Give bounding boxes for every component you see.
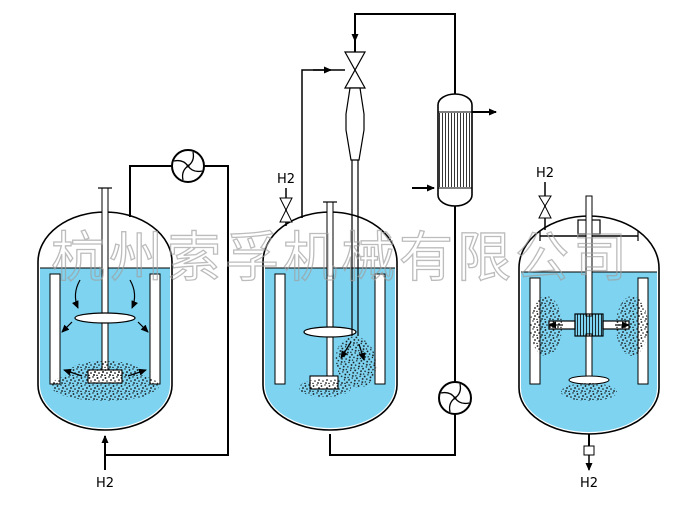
- middle-tank-h2-label: H2: [277, 172, 295, 187]
- gas-ejector: [343, 51, 367, 336]
- bubble-cloud: [561, 383, 617, 401]
- bubble-cloud: [51, 371, 159, 401]
- bubble-cloud: [616, 296, 648, 356]
- valve-bottom: [538, 204, 552, 219]
- watermark-text: 杭州索孚机械有限公司: [51, 226, 631, 289]
- flow-arrow: [137, 321, 149, 333]
- flow-arrow: [127, 368, 147, 377]
- turbine-hub: [574, 313, 604, 337]
- right-tank-h2-top-label: H2: [536, 166, 554, 181]
- flow-arrow: [358, 343, 366, 361]
- circulation-pump-icon: [438, 381, 472, 415]
- hollow-shaft-lower: [585, 333, 593, 379]
- flow-arrows: [61, 279, 149, 377]
- left-tank-h2-label: H2: [96, 476, 114, 491]
- pipe: [105, 165, 229, 456]
- pipe: [329, 414, 456, 456]
- valve-icon: [538, 195, 552, 219]
- middle-h2-inlet: H2: [277, 172, 295, 226]
- circulation-piping: [329, 206, 456, 456]
- flow-arrow: [340, 341, 352, 359]
- flow-arrow: [129, 279, 138, 309]
- right-h2-bottom: H2: [580, 434, 598, 491]
- bottom-impeller: [568, 375, 610, 385]
- valve-icon: [279, 197, 293, 223]
- recirculation-pump-icon: [171, 149, 205, 183]
- ejector-diffuser: [345, 87, 365, 161]
- baffle-right: [374, 273, 386, 385]
- bubble-cloud: [71, 361, 139, 379]
- impeller: [303, 326, 357, 338]
- bubble-cloud: [299, 379, 351, 397]
- valve-top: [538, 195, 552, 207]
- flow-arrow: [72, 279, 81, 309]
- ejector-nozzle-bottom: [343, 68, 367, 89]
- pipe: [129, 165, 172, 217]
- valve-bottom: [279, 208, 293, 223]
- ejector-nozzle-top: [343, 51, 367, 72]
- baffle-left: [274, 273, 286, 385]
- pipe: [354, 13, 456, 95]
- pipe: [301, 69, 345, 218]
- flow-arrow: [61, 321, 73, 333]
- left-loop-piping: [105, 165, 229, 456]
- impeller: [74, 312, 136, 324]
- ejector-gas-line: [301, 66, 345, 218]
- middle-reactor: [262, 201, 398, 431]
- right-tank-h2-bottom-label: H2: [580, 476, 598, 491]
- baffle-right: [149, 273, 161, 385]
- flow-arrow: [63, 368, 83, 377]
- heat-exchanger: [412, 93, 497, 207]
- valve-top: [279, 197, 293, 212]
- baffle-left: [49, 273, 61, 385]
- tube-bundle: [439, 113, 471, 187]
- overhead-piping: [351, 13, 456, 95]
- right-h2-inlet: H2: [536, 166, 554, 230]
- valve-icon: [583, 445, 595, 456]
- bubble-cloud: [530, 296, 562, 356]
- left-reactor: [37, 187, 173, 431]
- flow-arrows: [340, 341, 366, 361]
- right-reactor: [518, 195, 660, 435]
